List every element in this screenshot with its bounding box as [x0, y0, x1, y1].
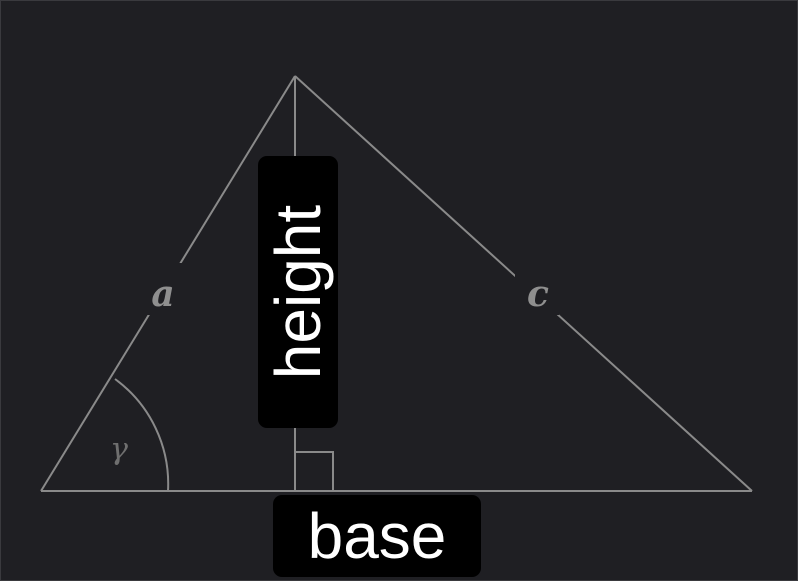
angle-gamma-label: γ [110, 432, 128, 467]
height-label-box: height [258, 156, 338, 428]
right-angle-marker [295, 451, 334, 491]
base-label-box: base [273, 495, 481, 577]
angle-gamma-arc [114, 378, 170, 492]
side-c-label-gap [515, 263, 559, 315]
side-a-label: a [151, 273, 174, 315]
height-label: height [262, 204, 334, 380]
side-a-label-gap [141, 263, 185, 315]
base-label: base [307, 500, 447, 572]
side-c-label: c [527, 273, 549, 315]
